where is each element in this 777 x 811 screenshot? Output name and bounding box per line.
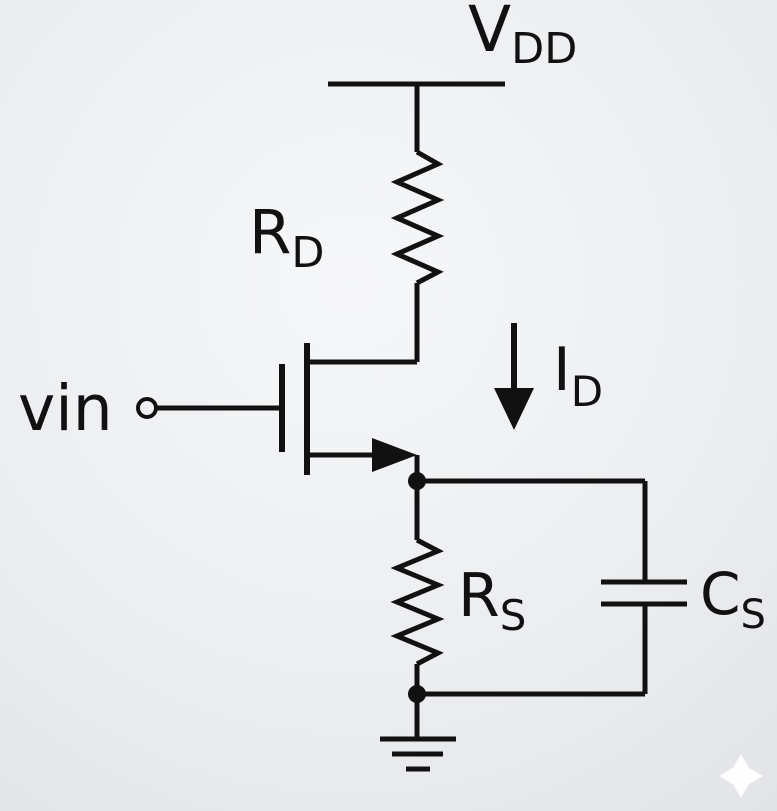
- nmos-transistor: [279, 343, 420, 481]
- ground-symbol: [380, 694, 456, 772]
- sparkle-icon: [719, 754, 763, 798]
- rd-label: RD: [249, 197, 325, 278]
- rs-label: RS: [458, 561, 526, 640]
- source-arrow-icon: [372, 438, 417, 472]
- source-node-dot: [408, 472, 426, 490]
- source-network: [390, 472, 687, 703]
- vdd-label: VDD: [468, 0, 577, 74]
- drain-resistor: [390, 149, 445, 362]
- cs-label: CS: [700, 560, 766, 638]
- input-node-icon: [136, 397, 158, 419]
- vin-label: vin: [18, 372, 113, 445]
- drain-current-indicator: [494, 323, 534, 430]
- id-label: ID: [553, 335, 603, 416]
- input-terminal: [136, 397, 282, 419]
- vdd-rail: [328, 81, 505, 152]
- down-arrow-icon: [494, 388, 534, 430]
